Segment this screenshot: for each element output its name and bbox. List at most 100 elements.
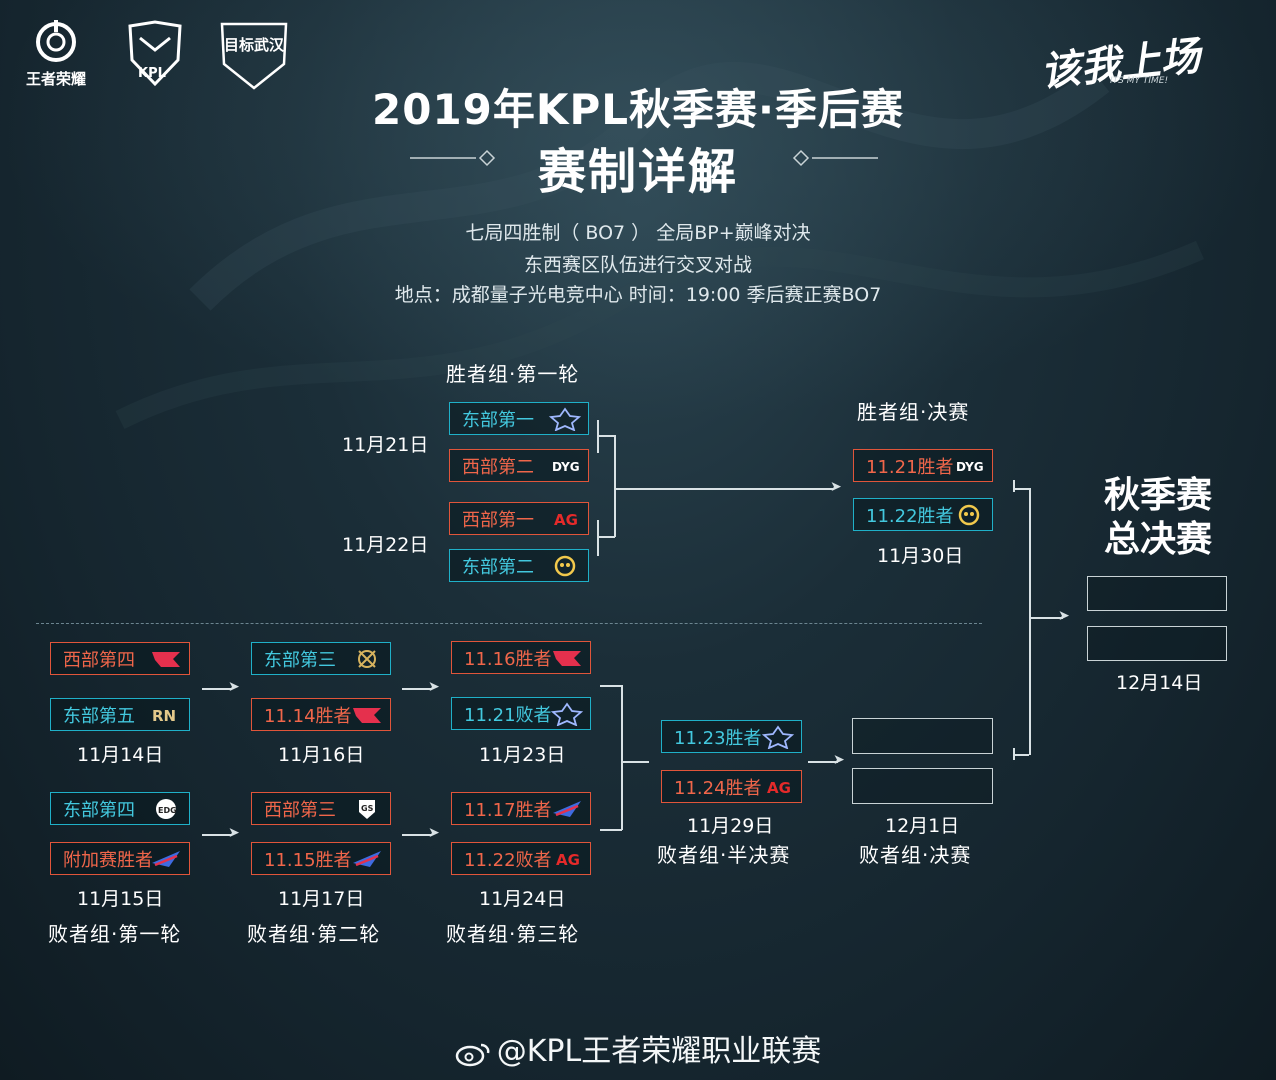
team-name: 西部第四 <box>63 649 135 671</box>
date-label: 11月15日 <box>77 888 164 910</box>
kpl-logo: KPL <box>124 20 186 88</box>
grand-final-title: 秋季赛 总决赛 <box>1076 474 1240 562</box>
svg-text:AG: AG <box>767 779 791 797</box>
team-slot-east-5: 东部第五 RN <box>50 698 190 731</box>
edg-logo-icon: EDG <box>156 799 177 819</box>
bracket-line <box>597 520 599 556</box>
format-info: 七局四胜制（ BO7 ） 全局BP+巅峰对决 <box>465 222 811 244</box>
estar-logo-icon <box>548 407 582 431</box>
slogan-subtitle: ITS MY TIME! <box>1110 76 1169 86</box>
date-label: 11月16日 <box>278 744 365 766</box>
region-info: 东西赛区队伍进行交叉对战 <box>523 254 752 276</box>
arrow-right-icon: ➤ <box>228 825 240 841</box>
rw-logo-icon <box>353 708 381 723</box>
grand-final-title-line2: 总决赛 <box>1103 519 1212 560</box>
grand-final-title-line1: 秋季赛 <box>1103 475 1212 516</box>
arrow-right-icon: ➤ <box>1058 608 1070 624</box>
losers-semi-slot-1124: 11.24胜者 AG <box>661 770 802 803</box>
arrow-right-icon: ➤ <box>428 679 440 695</box>
venue-time-info: 地点：成都量子光电竞中心 时间：19:00 季后赛正赛BO7 <box>394 284 882 306</box>
team-name: 东部第五 <box>63 705 135 727</box>
bracket-line <box>621 685 623 830</box>
wuhan-shield-icon <box>220 22 288 90</box>
hok-logo-text: 王者荣耀 <box>26 70 87 88</box>
svg-text:RN: RN <box>152 707 176 725</box>
team-name: 附加赛胜者 <box>63 849 153 871</box>
kpl-shield-icon <box>128 20 182 87</box>
title-ornament-right <box>792 149 878 167</box>
bracket-line <box>614 435 616 537</box>
team-name: 11.21胜者 <box>866 456 954 478</box>
team-name: 西部第一 <box>462 509 534 531</box>
team-name: 东部第二 <box>462 556 534 578</box>
losers-r3-slot-1122: 11.22败者 AG <box>451 842 591 875</box>
bracket-line <box>1013 480 1015 492</box>
dyg-logo-icon: DYG <box>956 460 984 474</box>
arrow-right-icon: ➤ <box>228 679 240 695</box>
team-slot-west-1: 西部第一 AG <box>449 502 589 535</box>
bracket-line <box>1013 488 1029 490</box>
date-label: 12月1日 <box>885 815 960 837</box>
team-name: 11.22胜者 <box>866 505 954 527</box>
losers-round1-label: 败者组·第一轮 <box>48 922 182 946</box>
title-ornament-left <box>410 149 496 167</box>
date-label: 11月23日 <box>479 744 566 766</box>
losers-final-slot-1 <box>852 718 993 754</box>
honor-of-kings-logo: 王者荣耀 <box>26 20 86 89</box>
team-name: 11.22败者 <box>464 849 552 871</box>
losers-r2-slot-1114: 11.14胜者 <box>251 698 391 731</box>
bracket-line <box>600 829 622 831</box>
grand-final-slot-1 <box>1087 576 1227 611</box>
team-slot-east-4: 东部第四 EDG <box>50 792 190 825</box>
svg-text:DYG: DYG <box>956 460 984 474</box>
winners-round1-label: 胜者组·第一轮 <box>446 362 580 386</box>
date-label: 12月14日 <box>1116 672 1203 694</box>
bracket-line <box>402 688 432 690</box>
team-slot-west-3: 西部第三 GS <box>251 792 391 825</box>
date-label: 11月24日 <box>479 888 566 910</box>
bracket-line <box>808 761 838 763</box>
kpl-logo-text: KPL <box>138 66 166 81</box>
losers-r3-slot-1121: 11.21败者 <box>451 697 591 730</box>
team-slot-west-4: 西部第四 <box>50 642 190 675</box>
grand-final-slot-2 <box>1087 626 1227 661</box>
team-name: 11.14胜者 <box>264 705 352 727</box>
team-slot-playin-winner: 附加赛胜者 <box>50 842 190 875</box>
bracket-line <box>597 536 615 538</box>
tsg-logo-icon <box>152 851 180 867</box>
svg-text:DYG: DYG <box>552 460 580 474</box>
wuhan-target-logo: 目标武汉 <box>218 20 290 90</box>
winners-final-label: 胜者组·决赛 <box>857 400 970 424</box>
team-name: 西部第二 <box>462 456 534 478</box>
date-label: 11月30日 <box>877 545 964 567</box>
ag-logo-icon: AG <box>767 779 791 797</box>
rng-logo-icon: RN <box>152 707 176 725</box>
team-name: 东部第一 <box>462 409 534 431</box>
bracket-line <box>597 435 615 437</box>
bracket-line <box>1013 754 1029 756</box>
losers-r2-slot-1115: 11.15胜者 <box>251 842 391 875</box>
page-subtitle: 赛制详解 <box>537 144 738 200</box>
svg-text:EDG: EDG <box>158 806 177 815</box>
losers-r3-slot-1117: 11.17胜者 <box>451 792 591 825</box>
bracket-line <box>202 688 232 690</box>
losers-semi-label: 败者组·半决赛 <box>657 843 791 867</box>
hok-emblem-icon <box>36 20 76 62</box>
date-label: 11月22日 <box>342 534 429 556</box>
bracket-line <box>202 834 232 836</box>
date-label: 11月29日 <box>687 815 774 837</box>
rw-logo-icon <box>553 651 581 666</box>
winners-final-slot-1: 11.21胜者 DYG <box>853 449 993 482</box>
eagles-logo-icon <box>358 650 376 668</box>
team-name: 11.24胜者 <box>674 777 762 799</box>
page-title: 2019年KPL秋季赛·季后赛 <box>372 85 904 134</box>
losers-final-label: 败者组·决赛 <box>859 843 972 867</box>
bracket-line <box>1029 617 1063 619</box>
losers-round2-label: 败者组·第二轮 <box>247 922 381 946</box>
bracket-line <box>1013 748 1015 760</box>
dyg-logo-icon: DYG <box>552 460 580 474</box>
svg-text:AG: AG <box>554 511 578 529</box>
tsg-logo-icon <box>353 851 381 867</box>
footer-text: @KPL王者荣耀职业联赛 <box>496 1034 822 1069</box>
team-name: 11.23胜者 <box>674 727 762 749</box>
